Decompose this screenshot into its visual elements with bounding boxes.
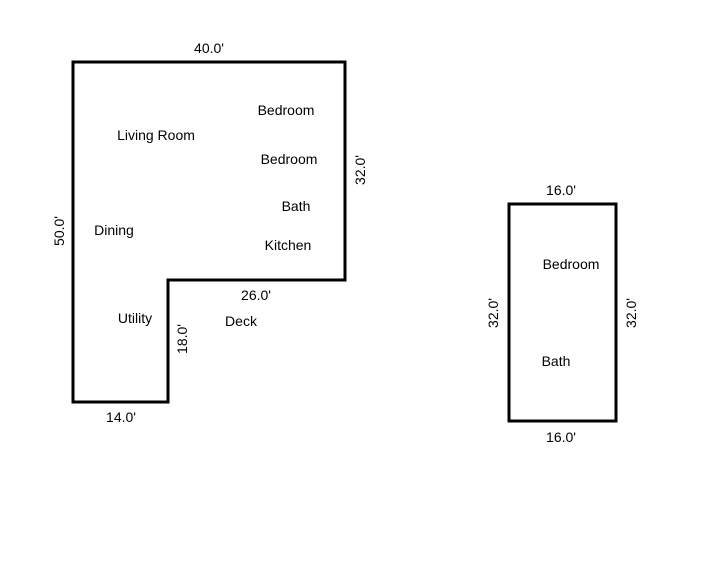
annex-outline <box>507 202 618 423</box>
annex-bottom-dimension: 16.0' <box>546 429 576 445</box>
room-label-kitchen: Kitchen <box>264 237 312 253</box>
room-label-bath: Bath <box>281 198 311 214</box>
main-floor-bottom-dimension: 14.0' <box>106 409 136 425</box>
annex-room-label-bath: Bath <box>541 353 571 369</box>
annex-left-dimension: 32.0' <box>485 298 501 328</box>
main-floor-left-dimension: 50.0' <box>51 216 67 246</box>
main-floor-inner-horizontal-dimension: 26.0' <box>241 287 271 303</box>
annex-right-dimension: 32.0' <box>623 298 639 328</box>
annex-top-dimension: 16.0' <box>546 182 576 198</box>
room-label-bedroom-1: Bedroom <box>257 102 315 118</box>
room-label-bedroom-2: Bedroom <box>260 151 318 167</box>
room-label-utility: Utility <box>117 310 153 326</box>
room-label-living-room: Living Room <box>117 127 195 143</box>
annex-room-label-bedroom: Bedroom <box>542 256 600 272</box>
main-floor-right-dimension: 32.0' <box>352 155 368 185</box>
main-floor-inner-vertical-dimension: 18.0' <box>174 324 190 354</box>
main-floor-outline <box>71 60 347 404</box>
main-floor-top-dimension: 40.0' <box>194 40 224 56</box>
area-label-deck: Deck <box>225 313 257 329</box>
room-label-dining: Dining <box>94 222 134 238</box>
